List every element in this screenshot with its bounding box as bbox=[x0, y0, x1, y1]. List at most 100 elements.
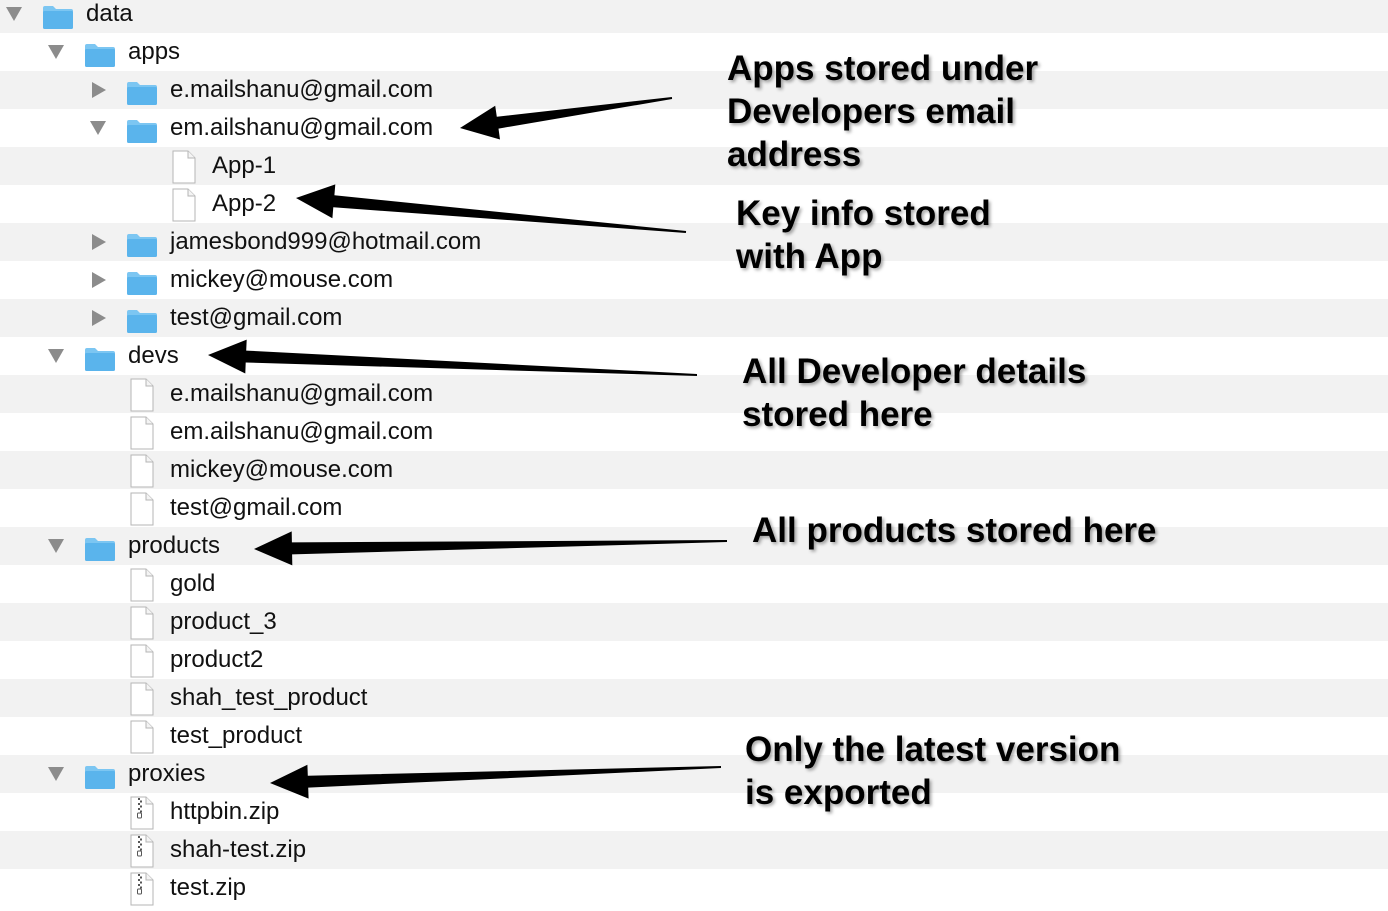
tree-row[interactable]: e.mailshanu@gmail.com bbox=[0, 375, 1388, 413]
tree-row[interactable]: proxies bbox=[0, 755, 1388, 793]
file-label: product_3 bbox=[170, 608, 277, 635]
file-label: test_product bbox=[170, 722, 303, 749]
arrow-key bbox=[296, 184, 687, 233]
file-label: e.mailshanu@gmail.com bbox=[170, 380, 434, 407]
callout-proxies-line-1: Only the latest version bbox=[745, 730, 1121, 769]
tree-row[interactable]: test_product bbox=[0, 717, 1388, 755]
tree-row[interactable]: mickey@mouse.com bbox=[0, 451, 1388, 489]
disclosure-closed-icon[interactable] bbox=[92, 82, 106, 98]
file-label: product2 bbox=[170, 646, 264, 673]
arrow-proxies bbox=[270, 764, 721, 799]
tree-row[interactable]: shah-test.zip bbox=[0, 831, 1388, 869]
tree-row[interactable]: e.mailshanu@gmail.com bbox=[0, 71, 1388, 109]
file-label: httpbin.zip bbox=[170, 798, 280, 825]
tree-row[interactable]: shah_test_product bbox=[0, 679, 1388, 717]
folder-icon bbox=[126, 308, 158, 339]
callout-devs-line-2: stored here bbox=[742, 395, 933, 434]
folder-icon bbox=[42, 4, 74, 35]
disclosure-closed-icon[interactable] bbox=[92, 234, 106, 250]
callout-devs: All Developer details stored here bbox=[742, 350, 1086, 436]
callout-products: All products stored here bbox=[752, 509, 1157, 552]
file-label: test@gmail.com bbox=[170, 494, 343, 521]
disclosure-open-icon[interactable] bbox=[48, 539, 64, 553]
disclosure-open-icon[interactable] bbox=[48, 767, 64, 781]
folder-icon bbox=[84, 764, 116, 795]
callout-key: Key info stored with App bbox=[736, 192, 991, 278]
callout-devs-line-1: All Developer details bbox=[742, 352, 1087, 391]
disclosure-closed-icon[interactable] bbox=[92, 272, 106, 288]
folder-icon bbox=[126, 270, 158, 301]
tree-row[interactable]: jamesbond999@hotmail.com bbox=[0, 223, 1388, 261]
file-icon bbox=[129, 416, 155, 455]
folder-label: mickey@mouse.com bbox=[170, 266, 394, 293]
file-icon bbox=[129, 606, 155, 645]
callout-apps: Apps stored under Developers email addre… bbox=[727, 47, 1038, 176]
tree-row[interactable]: httpbin.zip bbox=[0, 793, 1388, 831]
tree-row[interactable]: test@gmail.com bbox=[0, 299, 1388, 337]
tree-row[interactable]: gold bbox=[0, 565, 1388, 603]
folder-label: apps bbox=[128, 38, 181, 65]
tree-row[interactable]: product_3 bbox=[0, 603, 1388, 641]
file-icon bbox=[129, 682, 155, 721]
zip-file-icon bbox=[129, 834, 155, 873]
callout-key-line-1: Key info stored bbox=[736, 194, 991, 233]
file-label: shah-test.zip bbox=[170, 836, 307, 863]
tree-row[interactable]: test@gmail.com bbox=[0, 489, 1388, 527]
tree-row[interactable]: App-1 bbox=[0, 147, 1388, 185]
folder-icon bbox=[84, 536, 116, 567]
tree-row[interactable]: em.ailshanu@gmail.com bbox=[0, 109, 1388, 147]
file-label: gold bbox=[170, 570, 216, 597]
arrow-devs bbox=[208, 339, 697, 376]
tree-row[interactable]: product2 bbox=[0, 641, 1388, 679]
zip-file-icon bbox=[129, 872, 155, 911]
file-icon bbox=[129, 492, 155, 531]
folder-label: test@gmail.com bbox=[170, 304, 343, 331]
callout-products-line-1: All products stored here bbox=[752, 511, 1157, 550]
tree-row[interactable]: App-2 bbox=[0, 185, 1388, 223]
folder-label: products bbox=[128, 532, 221, 559]
tree-row[interactable]: apps bbox=[0, 33, 1388, 71]
folder-label: e.mailshanu@gmail.com bbox=[170, 76, 434, 103]
arrow-products bbox=[254, 531, 727, 566]
file-icon bbox=[129, 568, 155, 607]
zip-file-icon bbox=[129, 796, 155, 835]
callout-proxies: Only the latest version is exported bbox=[745, 728, 1120, 814]
file-icon bbox=[129, 644, 155, 683]
disclosure-open-icon[interactable] bbox=[48, 349, 64, 363]
folder-label: em.ailshanu@gmail.com bbox=[170, 114, 434, 141]
folder-icon bbox=[126, 232, 158, 263]
file-icon bbox=[129, 454, 155, 493]
tree-row[interactable]: products bbox=[0, 527, 1388, 565]
tree-row[interactable]: test.zip bbox=[0, 869, 1388, 907]
file-label: App-2 bbox=[212, 190, 277, 217]
folder-label: devs bbox=[128, 342, 179, 369]
tree-row[interactable]: devs bbox=[0, 337, 1388, 375]
file-icon bbox=[171, 188, 197, 227]
callout-apps-line-3: address bbox=[727, 135, 862, 174]
folder-label: proxies bbox=[128, 760, 206, 787]
callout-apps-line-1: Apps stored under bbox=[727, 49, 1039, 88]
folder-label: jamesbond999@hotmail.com bbox=[170, 228, 482, 255]
disclosure-open-icon[interactable] bbox=[90, 121, 106, 135]
file-label: em.ailshanu@gmail.com bbox=[170, 418, 434, 445]
tree-row[interactable]: data bbox=[0, 0, 1388, 33]
file-icon bbox=[171, 150, 197, 189]
disclosure-open-icon[interactable] bbox=[48, 45, 64, 59]
arrow-apps bbox=[460, 97, 673, 140]
folder-icon bbox=[84, 346, 116, 377]
file-label: shah_test_product bbox=[170, 684, 368, 711]
folder-icon bbox=[126, 80, 158, 111]
file-label: test.zip bbox=[170, 874, 247, 901]
folder-icon bbox=[126, 118, 158, 149]
tree-row[interactable]: em.ailshanu@gmail.com bbox=[0, 413, 1388, 451]
tree-row[interactable]: mickey@mouse.com bbox=[0, 261, 1388, 299]
file-label: App-1 bbox=[212, 152, 277, 179]
disclosure-closed-icon[interactable] bbox=[92, 310, 106, 326]
folder-icon bbox=[84, 42, 116, 73]
file-label: mickey@mouse.com bbox=[170, 456, 394, 483]
callout-proxies-line-2: is exported bbox=[745, 773, 932, 812]
file-icon bbox=[129, 720, 155, 759]
disclosure-open-icon[interactable] bbox=[6, 7, 22, 21]
